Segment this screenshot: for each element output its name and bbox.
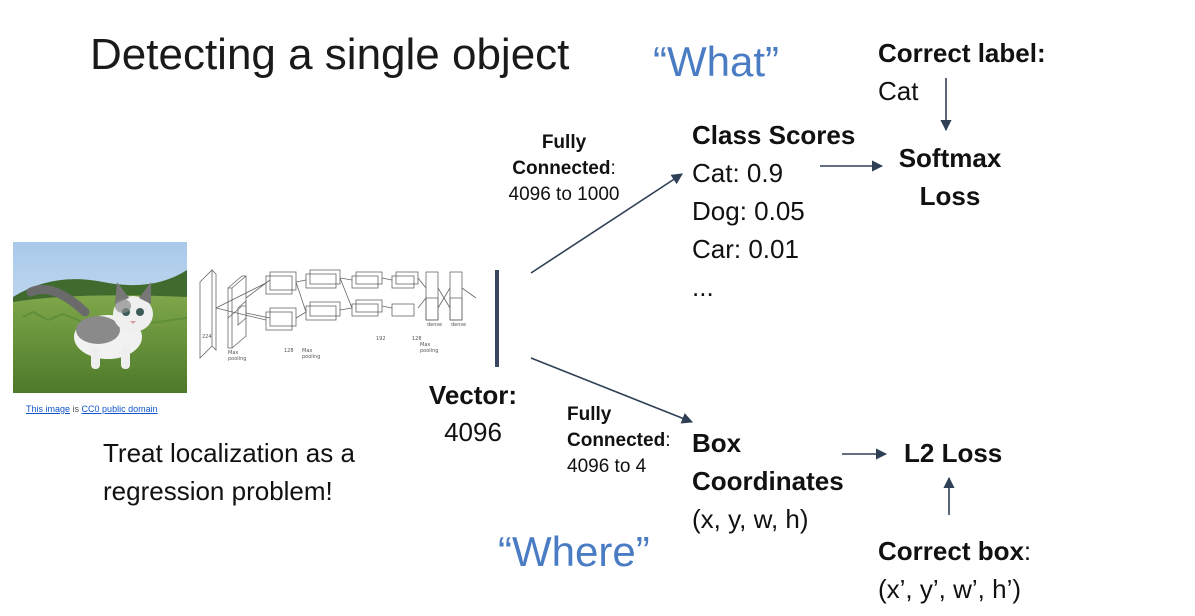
fc-top-arrow — [531, 174, 682, 273]
fc-bottom-arrow — [531, 358, 692, 422]
